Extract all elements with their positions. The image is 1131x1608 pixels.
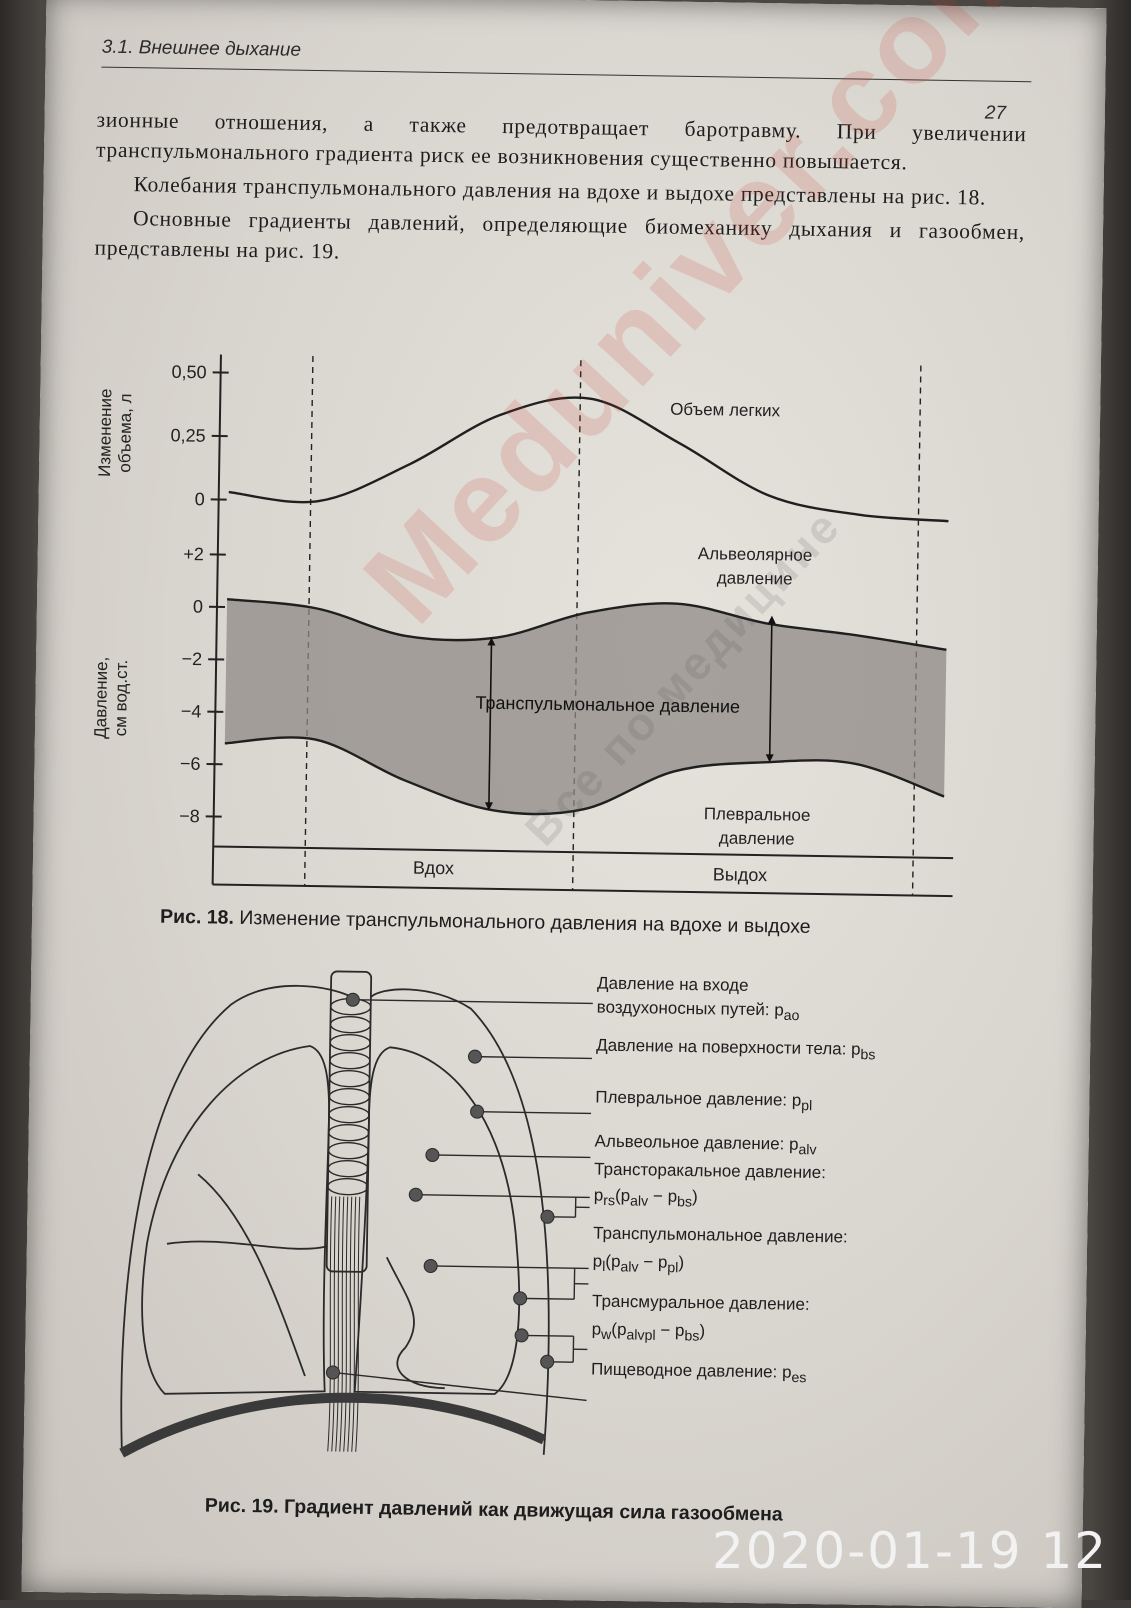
dot-transmural-1: [515, 1329, 528, 1342]
dot-alveolar: [426, 1148, 439, 1161]
book-page: 3.1. Внешнее дыхание 27 зионные отношени…: [21, 0, 1106, 1608]
right-lung-lobe: [385, 1257, 447, 1388]
dot-transthoracic-2: [541, 1210, 554, 1223]
chest-wall-right: [364, 989, 554, 1455]
label-pleural-pressure: Плевральное давление: ppl: [595, 1085, 812, 1120]
label-airway-pressure-line-2: воздухоносных путей: pao: [596, 995, 799, 1030]
formula-rs-sub2: alv: [630, 1193, 648, 1209]
trachea-ring: [329, 1124, 369, 1141]
formula-w-sub2: alvpl: [626, 1327, 655, 1343]
trachea-ring: [330, 1034, 370, 1051]
trachea-ring: [330, 1052, 370, 1069]
dot-esophageal: [326, 1366, 339, 1379]
trachea-ring: [328, 1142, 368, 1159]
formula-rs-rest2: − p: [648, 1186, 677, 1205]
label-esophageal-text: Пищеводное давление: p: [591, 1359, 792, 1381]
formula-rs-rest: (p: [615, 1186, 630, 1205]
esophagus-strand: [327, 1196, 333, 1451]
formula-w-rest: (p: [611, 1320, 626, 1339]
esophagus-strand: [347, 1197, 353, 1452]
esophagus-strand: [355, 1197, 361, 1452]
formula-w-sub3: bs: [684, 1328, 699, 1344]
leader-alveolar: [432, 1155, 590, 1157]
dot-transmural-2: [541, 1355, 554, 1368]
leader-body-surface: [475, 1057, 592, 1059]
leader-pleural: [477, 1112, 591, 1114]
dot-pleural: [470, 1105, 483, 1118]
formula-rs-sub3: bs: [677, 1194, 692, 1210]
formula-w-sub: w: [601, 1327, 611, 1343]
label-transmural-pressure: Трансмуральное давление:: [592, 1289, 810, 1318]
right-lung: [355, 1047, 523, 1395]
dot-transpulmonary-1: [424, 1259, 437, 1272]
label-transmural-formula: pw(palvpl − pbs): [591, 1317, 705, 1350]
esophagus-strand: [335, 1197, 341, 1452]
formula-rs-rest3: ): [692, 1187, 698, 1206]
label-body-surface-sub: bs: [860, 1047, 875, 1063]
label-pleural-text: Плевральное давление: p: [595, 1088, 801, 1110]
left-lung-fissure: [167, 1241, 327, 1249]
label-pleural-sub: pl: [801, 1098, 812, 1114]
photo-timestamp: 2020-01-19 12: [712, 1522, 1108, 1580]
trachea-ring: [329, 1106, 369, 1123]
label-airway-pressure-sub: ao: [784, 1008, 800, 1024]
formula-l-rest: (p: [605, 1252, 620, 1271]
formula-l-sub2: alv: [620, 1259, 638, 1275]
label-transpulmonary-formula: pl(palv − ppl): [592, 1249, 684, 1282]
esophagus-strand: [339, 1197, 345, 1452]
left-lung-fissure-2: [195, 1174, 308, 1376]
leader-transpulmonary-2: [520, 1298, 574, 1299]
esophagus-strand: [343, 1197, 349, 1452]
formula-l-rest3: ): [678, 1253, 684, 1272]
label-body-surface-text: Давление на поверхности тела: p: [596, 1036, 861, 1059]
figure-19-caption-label: Рис. 19.: [205, 1494, 279, 1517]
label-alveolar-sub: alv: [798, 1142, 816, 1158]
formula-rs-sub: rs: [603, 1193, 615, 1209]
label-alveolar-text: Альвеольное давление: p: [594, 1132, 798, 1154]
dot-transpulmonary-2: [514, 1292, 527, 1305]
leader-transmural-1: [522, 1335, 574, 1336]
leader-airway: [353, 1000, 593, 1004]
label-airway-pressure-text: воздухоносных путей: p: [597, 998, 784, 1020]
label-transthoracic-pressure: Трансторакальное давление:: [594, 1157, 826, 1187]
dot-airway: [346, 993, 359, 1006]
esophagus-strand: [331, 1196, 337, 1451]
label-body-surface-pressure: Давление на поверхности тела: pbs: [596, 1033, 876, 1069]
dot-body-surface: [468, 1050, 481, 1063]
formula-l-sub3: pl: [667, 1260, 678, 1276]
leader-transthoracic-1: [416, 1195, 590, 1198]
formula-w-rest2: − p: [655, 1321, 684, 1340]
trachea-ring: [328, 1178, 368, 1195]
label-transpulmonary-pressure: Транспульмональное давление:: [593, 1221, 848, 1251]
trachea-ring: [328, 1160, 368, 1177]
formula-l-rest2: − p: [638, 1252, 667, 1271]
trachea-ring: [330, 1016, 370, 1033]
label-esophageal-sub: es: [791, 1370, 806, 1386]
formula-w-rest3: ): [699, 1321, 705, 1340]
trachea-ring: [329, 1070, 369, 1087]
label-transthoracic-formula: prs(palv − pbs): [594, 1183, 698, 1216]
esophagus-strand: [351, 1197, 357, 1452]
dot-transthoracic-1: [409, 1188, 422, 1201]
leader-transpulmonary-1: [431, 1266, 589, 1268]
label-esophageal-pressure: Пищеводное давление: pes: [591, 1356, 807, 1391]
trachea-ring: [329, 1088, 369, 1105]
